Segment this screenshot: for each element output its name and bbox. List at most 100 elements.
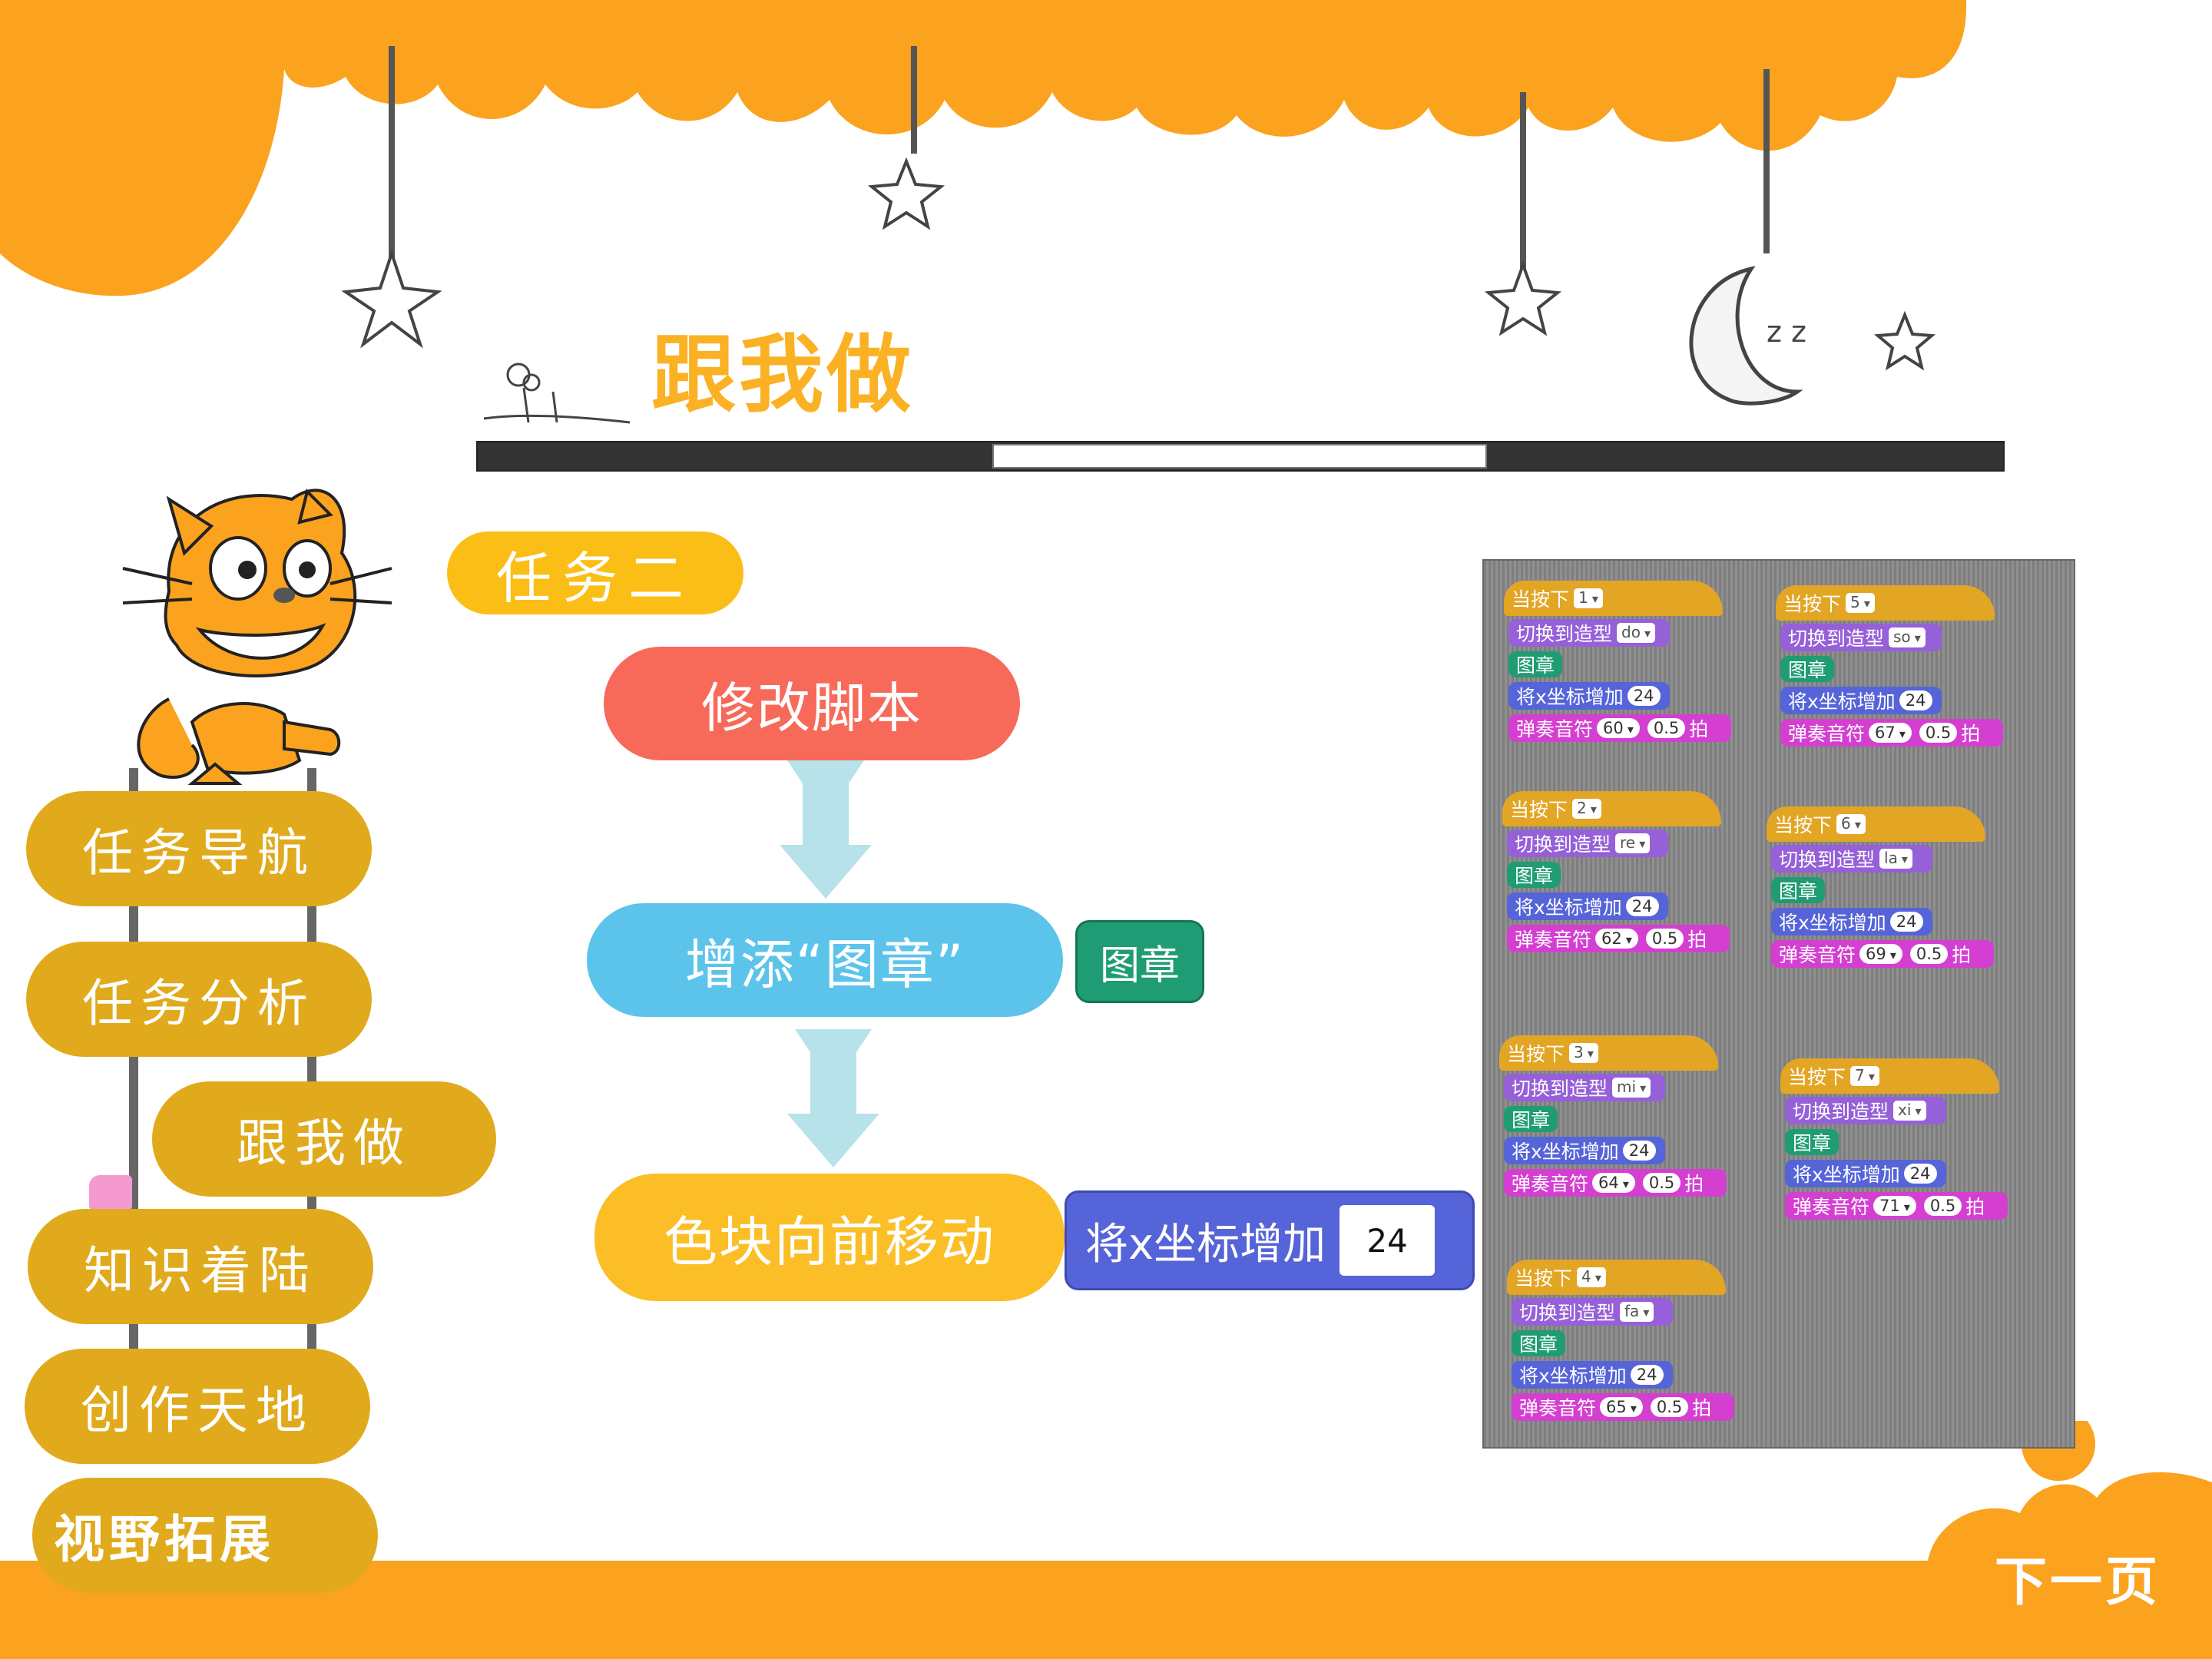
key-dropdown[interactable]: 6 (1836, 814, 1866, 834)
nav-item-task-analysis[interactable]: 任务分析 (26, 942, 372, 1057)
nav-item-knowledge[interactable]: 知识着陆 (28, 1209, 373, 1324)
nav-item-label: 视野拓展 (54, 1509, 275, 1569)
play-note-block[interactable]: 弹奏音符710.5拍 (1785, 1192, 2008, 1220)
costume-dropdown[interactable]: mi (1612, 1078, 1651, 1098)
nav-post-right (307, 768, 316, 1352)
page-title: 跟我做 (651, 326, 914, 424)
beats-input[interactable]: 0.5 (1645, 929, 1684, 949)
note-input[interactable]: 64 (1592, 1173, 1635, 1193)
costume-dropdown[interactable]: xi (1893, 1101, 1926, 1121)
beats-input[interactable]: 0.5 (1919, 723, 1958, 743)
stamp-block[interactable]: 图章 (1785, 1129, 1839, 1155)
nav-item-label: 知识着陆 (84, 1241, 317, 1300)
note-input[interactable]: 60 (1597, 718, 1640, 738)
scratch-script[interactable]: 当按下5切换到造型so图章将x坐标增加24弹奏音符670.5拍 (1776, 585, 2006, 777)
key-dropdown[interactable]: 3 (1569, 1043, 1598, 1063)
costume-dropdown[interactable]: la (1879, 849, 1912, 869)
costume-dropdown[interactable]: do (1617, 623, 1656, 643)
nav-item-label: 跟我做 (237, 1114, 412, 1173)
scratch-script[interactable]: 当按下4切换到造型fa图章将x坐标增加24弹奏音符650.5拍 (1507, 1260, 1737, 1452)
costume-dropdown[interactable]: re (1615, 833, 1651, 853)
change-x-input[interactable]: 24 (1903, 1164, 1937, 1184)
nav-item-task-navigation[interactable]: 任务导航 (26, 791, 372, 906)
play-note-block[interactable]: 弹奏音符690.5拍 (1771, 940, 1994, 968)
flow-step-move-block: 色块向前移动 (594, 1174, 1065, 1301)
change-x-input[interactable]: 24 (1625, 896, 1659, 916)
scratch-script[interactable]: 当按下2切换到造型re图章将x坐标增加24弹奏音符620.5拍 (1502, 791, 1733, 983)
svg-text:z z: z z (1767, 315, 1806, 349)
note-input[interactable]: 67 (1869, 723, 1912, 743)
nav-item-creation[interactable]: 创作天地 (25, 1349, 370, 1464)
change-x-input[interactable]: 24 (1899, 690, 1932, 710)
beats-input[interactable]: 0.5 (1909, 944, 1949, 964)
stamp-block[interactable]: 图章 (1771, 877, 1825, 903)
sketch-flower-decoration (483, 363, 630, 424)
stamp-block[interactable]: 图章 (1075, 920, 1204, 1003)
stamp-block[interactable]: 图章 (1504, 1106, 1558, 1132)
next-page-button[interactable]: 下一页 (1994, 1551, 2161, 1613)
scratch-script[interactable]: 当按下7切换到造型xi图章将x坐标增加24弹奏音符710.5拍 (1780, 1058, 2011, 1250)
note-input[interactable]: 65 (1600, 1397, 1643, 1417)
nav-item-follow-me[interactable]: 跟我做 (152, 1081, 496, 1197)
stamp-block[interactable]: 图章 (1507, 862, 1561, 888)
key-dropdown[interactable]: 5 (1846, 593, 1875, 613)
beats-input[interactable]: 0.5 (1647, 718, 1686, 738)
change-x-value[interactable]: 24 (1339, 1205, 1435, 1276)
play-note-block[interactable]: 弹奏音符640.5拍 (1504, 1169, 1727, 1197)
play-note-block[interactable]: 弹奏音符620.5拍 (1507, 925, 1730, 952)
scratch-script[interactable]: 当按下3切换到造型mi图章将x坐标增加24弹奏音符640.5拍 (1499, 1035, 1730, 1227)
play-note-block[interactable]: 弹奏音符670.5拍 (1780, 719, 2003, 747)
costume-dropdown[interactable]: so (1889, 628, 1926, 647)
costume-dropdown[interactable]: fa (1620, 1302, 1654, 1322)
change-x-label: 将x坐标增加 (1085, 1219, 1326, 1270)
key-dropdown[interactable]: 4 (1577, 1267, 1606, 1287)
key-dropdown[interactable]: 7 (1850, 1066, 1879, 1086)
change-x-input[interactable]: 24 (1627, 686, 1661, 706)
key-dropdown[interactable]: 2 (1572, 799, 1601, 819)
change-x-block[interactable]: 将x坐标增加 24 (1065, 1190, 1475, 1290)
stamp-block[interactable]: 图章 (1512, 1330, 1565, 1356)
nav-item-horizon[interactable]: 视野拓展 (32, 1478, 378, 1593)
stamp-block[interactable]: 图章 (1508, 651, 1562, 677)
change-x-input[interactable]: 24 (1630, 1365, 1664, 1385)
scratch-script[interactable]: 当按下6切换到造型la图章将x坐标增加24弹奏音符690.5拍 (1767, 806, 1997, 998)
scratch-script[interactable]: 当按下1切换到造型do图章将x坐标增加24弹奏音符600.5拍 (1504, 581, 1734, 773)
flow-step-add-stamp: 增添“图章” (587, 903, 1063, 1017)
beats-input[interactable]: 0.5 (1642, 1173, 1681, 1193)
beats-input[interactable]: 0.5 (1923, 1196, 1962, 1216)
play-note-block[interactable]: 弹奏音符650.5拍 (1512, 1393, 1734, 1421)
stamp-block[interactable]: 图章 (1780, 656, 1834, 682)
note-input[interactable]: 62 (1595, 929, 1638, 949)
pink-marker (89, 1175, 132, 1210)
beats-input[interactable]: 0.5 (1650, 1397, 1689, 1417)
note-input[interactable]: 69 (1859, 944, 1902, 964)
change-x-input[interactable]: 24 (1622, 1141, 1656, 1161)
note-input[interactable]: 71 (1873, 1196, 1916, 1216)
change-x-input[interactable]: 24 (1889, 912, 1923, 932)
play-note-block[interactable]: 弹奏音符600.5拍 (1508, 714, 1731, 742)
key-dropdown[interactable]: 1 (1574, 588, 1603, 608)
flow-arrow-down-icon (780, 760, 872, 899)
